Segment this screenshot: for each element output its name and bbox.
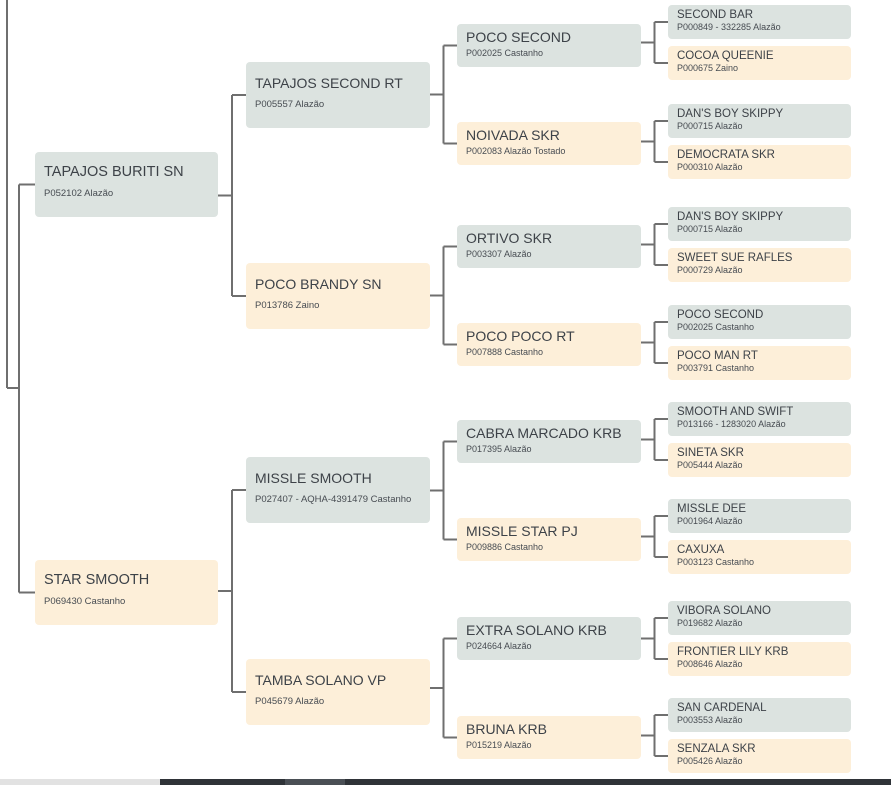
horse-name: ORTIVO SKR	[466, 230, 553, 246]
horse-name: TAPAJOS BURITI SN	[44, 164, 184, 180]
horse-name: FRONTIER LILY KRB	[677, 646, 789, 658]
horse-registration: P003123 Castanho	[677, 557, 755, 567]
horse-registration: P019682 Alazão	[677, 618, 743, 628]
horse-name: SMOOTH AND SWIFT	[677, 406, 794, 418]
horse-name: TAPAJOS SECOND RT	[255, 75, 403, 91]
horse-registration: P008646 Alazão	[677, 659, 743, 669]
horse-registration: P013786 Zaino	[255, 300, 320, 311]
horse-name: BRUNA KRB	[466, 721, 547, 737]
horse-name: DEMOCRATA SKR	[677, 149, 775, 161]
horse-name: SINETA SKR	[677, 447, 744, 459]
horse-name: CABRA MARCADO KRB	[466, 425, 622, 441]
horse-name: COCOA QUEENIE	[677, 50, 774, 62]
horse-registration: P002025 Castanho	[466, 48, 544, 58]
horse-card-noivada-skr[interactable]: NOIVADA SKR P002083 Alazão Tostado	[457, 122, 641, 165]
horse-registration: P000310 Alazão	[677, 162, 743, 172]
horse-card-poco-brandy-sn[interactable]: POCO BRANDY SN P013786 Zaino	[246, 263, 430, 329]
horse-registration: P000729 Alazão	[677, 265, 743, 275]
horse-name: POCO SECOND	[677, 309, 764, 321]
horse-name: TAMBA SOLANO VP	[255, 672, 387, 688]
horse-card-star-smooth[interactable]: STAR SMOOTH P069430 Castanho	[35, 560, 218, 625]
horse-registration: P002025 Castanho	[677, 322, 755, 332]
horse-card-tamba-solano-vp[interactable]: TAMBA SOLANO VP P045679 Alazão	[246, 659, 430, 725]
horse-card-bruna-krb[interactable]: BRUNA KRB P015219 Alazão	[457, 716, 641, 759]
horse-name: STAR SMOOTH	[44, 572, 150, 588]
horse-card-cabra-marcado-krb[interactable]: CABRA MARCADO KRB P017395 Alazão	[457, 420, 641, 463]
horse-registration: P005444 Alazão	[677, 460, 743, 470]
horse-registration: P003791 Castanho	[677, 363, 755, 373]
horizontal-scrollbar-thumb[interactable]	[160, 779, 891, 785]
horse-name: CAXUXA	[677, 544, 725, 556]
horse-name: POCO BRANDY SN	[255, 276, 382, 292]
horse-name: SECOND BAR	[677, 9, 754, 21]
horse-registration: P005426 Alazão	[677, 756, 743, 766]
horse-registration: P003307 Alazão	[466, 249, 532, 259]
horse-registration: P005557 Alazão	[255, 99, 325, 110]
horse-name: NOIVADA SKR	[466, 127, 560, 143]
horse-name: DAN'S BOY SKIPPY	[677, 108, 784, 120]
horse-name: SWEET SUE RAFLES	[677, 252, 793, 264]
horse-card-missle-smooth[interactable]: MISSLE SMOOTH P027407 - AQHA-4391479 Cast…	[246, 457, 430, 523]
horse-name: DAN'S BOY SKIPPY	[677, 211, 784, 223]
horse-name: MISSLE SMOOTH	[255, 470, 372, 486]
horse-registration: P069430 Castanho	[44, 596, 126, 607]
horse-name: SENZALA SKR	[677, 743, 756, 755]
horse-registration: P024664 Alazão	[466, 641, 532, 651]
horse-registration: P013166 - 1283020 Alazão	[677, 419, 786, 429]
horse-registration: P002083 Alazão Tostado	[466, 146, 566, 156]
horse-card-ortivo-skr[interactable]: ORTIVO SKR P003307 Alazão	[457, 225, 641, 268]
horse-name: EXTRA SOLANO KRB	[466, 622, 607, 638]
horse-card-tapajos-buriti-sn[interactable]: TAPAJOS BURITI SN P052102 Alazão	[35, 152, 218, 217]
horse-name: POCO MAN RT	[677, 350, 758, 362]
horse-registration: P015219 Alazão	[466, 740, 532, 750]
horse-name: VIBORA SOLANO	[677, 605, 771, 617]
horse-card-poco-second[interactable]: POCO SECOND P002025 Castanho	[457, 24, 641, 67]
horse-name: POCO SECOND	[466, 29, 572, 45]
horse-name: POCO POCO RT	[466, 328, 575, 344]
horse-registration: P017395 Alazão	[466, 444, 532, 454]
horse-registration: P027407 - AQHA-4391479 Castanho	[255, 494, 412, 505]
horse-card-missle-star-pj[interactable]: MISSLE STAR PJ P009886 Castanho	[457, 518, 641, 561]
horse-registration: P000675 Zaino	[677, 63, 739, 73]
horse-name: MISSLE STAR PJ	[466, 523, 578, 539]
horse-registration: P009886 Castanho	[466, 542, 544, 552]
horse-registration: P052102 Alazão	[44, 188, 114, 199]
horse-registration: P000849 - 332285 Alazão	[677, 22, 781, 32]
horse-registration: P000715 Alazão	[677, 121, 743, 131]
horse-card-poco-poco-rt[interactable]: POCO POCO RT P007888 Castanho	[457, 323, 641, 366]
horse-registration: P007888 Castanho	[466, 347, 544, 357]
horse-registration: P045679 Alazão	[255, 696, 325, 707]
horse-registration: P000715 Alazão	[677, 224, 743, 234]
horse-registration: P001964 Alazão	[677, 516, 743, 526]
horse-registration: P003553 Alazão	[677, 715, 743, 725]
horse-card-extra-solano-krb[interactable]: EXTRA SOLANO KRB P024664 Alazão	[457, 617, 641, 660]
horse-name: SAN CARDENAL	[677, 702, 767, 714]
horse-name: MISSLE DEE	[677, 503, 747, 515]
horse-card-tapajos-second-rt[interactable]: TAPAJOS SECOND RT P005557 Alazão	[246, 62, 430, 128]
